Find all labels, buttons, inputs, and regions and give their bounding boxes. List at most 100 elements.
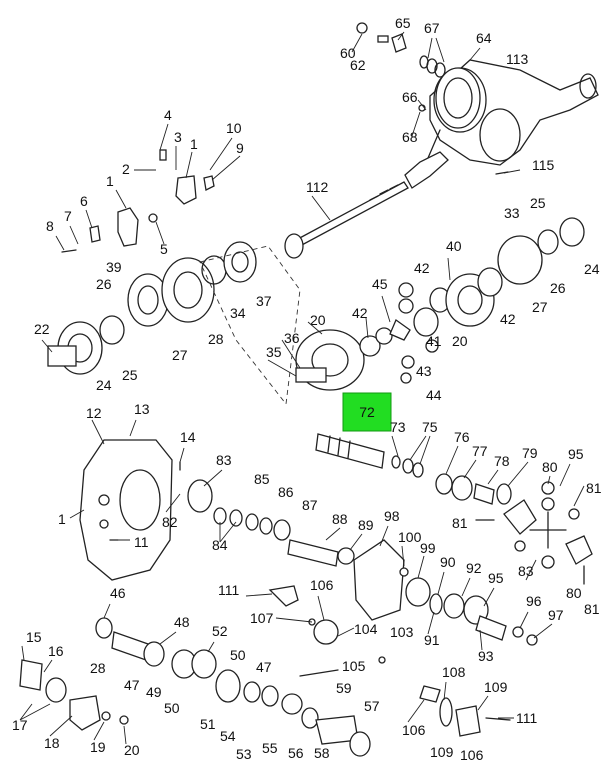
callout-86[interactable]: 87	[302, 497, 318, 513]
callout-49a[interactable]: 50	[164, 700, 180, 716]
callout-25a[interactable]: 24	[96, 377, 112, 393]
callout-4[interactable]: 4	[164, 107, 172, 123]
callout-91[interactable]: 92	[466, 560, 482, 576]
callout-68[interactable]: 73	[390, 419, 406, 435]
carrier-housing-1[interactable]	[79, 439, 173, 581]
callout-75a[interactable]: 80	[542, 459, 558, 475]
callout-78[interactable]: 81	[586, 480, 602, 496]
callout-9[interactable]: 9	[236, 140, 244, 156]
callout-42[interactable]: 43	[416, 363, 432, 379]
callout-39[interactable]: 40	[446, 238, 462, 254]
callout-69[interactable]: 75	[422, 419, 438, 435]
callout-3[interactable]: 3	[174, 129, 182, 145]
callout-44[interactable]: 45	[372, 276, 388, 292]
callout-63[interactable]: 65	[395, 15, 411, 31]
callout-2[interactable]: 2	[122, 161, 130, 177]
callout-97[interactable]: 98	[384, 508, 400, 524]
callout-115[interactable]: 115	[532, 157, 555, 173]
callout-64[interactable]: 66	[402, 89, 418, 105]
input-shaft-67[interactable]	[315, 433, 385, 469]
callout-50[interactable]: 51	[200, 716, 216, 732]
callout-72[interactable]: 78	[494, 453, 510, 469]
callout-31[interactable]: 28	[208, 331, 224, 347]
callout-108[interactable]: 111	[516, 710, 537, 726]
callout-17[interactable]: 17	[12, 717, 28, 733]
callout-14[interactable]: 14	[180, 429, 196, 445]
callout-101[interactable]: 104	[354, 621, 378, 637]
callout-41b[interactable]: 42	[414, 260, 430, 276]
callout-105[interactable]: 107	[250, 610, 274, 626]
callout-26b[interactable]: 25	[530, 195, 546, 211]
callout-22b[interactable]: 20	[452, 333, 468, 349]
callout-31b[interactable]: 28	[90, 660, 106, 676]
callout-56[interactable]: 57	[364, 698, 380, 714]
callout-85[interactable]: 86	[278, 484, 294, 500]
callout-103b[interactable]: 106	[460, 747, 484, 761]
differential-case-22[interactable]	[295, 329, 365, 391]
callout-20[interactable]: 20	[124, 742, 140, 758]
callout-67[interactable]: 72	[359, 404, 375, 420]
callout-5[interactable]: 5	[160, 241, 168, 257]
callout-12[interactable]: 12	[86, 405, 102, 421]
callout-77[interactable]: 81	[584, 601, 600, 617]
callout-109[interactable]: 109	[484, 679, 508, 695]
callout-1b[interactable]: 1	[106, 173, 114, 189]
callout-43[interactable]: 44	[426, 387, 442, 403]
callout-73[interactable]: 79	[522, 445, 538, 461]
callout-80[interactable]: 83	[518, 563, 534, 579]
callout-107[interactable]: 109	[430, 744, 454, 760]
callout-37[interactable]: 37	[256, 293, 272, 309]
callout-7[interactable]: 7	[64, 208, 72, 224]
callout-49b[interactable]: 50	[230, 647, 246, 663]
callout-1c[interactable]: 1	[58, 511, 66, 527]
callout-104[interactable]: 106	[310, 577, 334, 593]
axle-shaft-112[interactable]	[284, 181, 409, 259]
callout-16[interactable]: 16	[48, 643, 64, 659]
callout-71[interactable]: 77	[472, 443, 488, 459]
callout-62[interactable]: 64	[476, 30, 492, 46]
callout-88[interactable]: 89	[358, 517, 374, 533]
callout-113[interactable]: 113	[506, 51, 529, 67]
callout-33[interactable]: 39	[106, 259, 122, 275]
callout-98[interactable]: 99	[420, 540, 436, 556]
callout-41a[interactable]: 42	[352, 305, 368, 321]
callout-25b[interactable]: 24	[584, 261, 600, 277]
callout-19[interactable]: 19	[90, 739, 106, 755]
callout-99[interactable]: 100	[398, 529, 422, 545]
callout-11[interactable]: 11	[134, 534, 149, 550]
callout-46a[interactable]: 47	[124, 677, 140, 693]
callout-58[interactable]: 59	[336, 680, 352, 696]
callout-32[interactable]: 33	[504, 205, 520, 221]
callout-75b[interactable]: 80	[566, 585, 582, 601]
callout-66[interactable]: 68	[402, 129, 418, 145]
callout-84[interactable]: 85	[254, 471, 270, 487]
callout-15[interactable]: 15	[26, 629, 42, 645]
callout-18[interactable]: 18	[44, 735, 60, 751]
callout-82[interactable]: 83	[216, 452, 232, 468]
callout-53[interactable]: 54	[220, 728, 236, 744]
callout-27b[interactable]: 26	[550, 280, 566, 296]
highlight-box-67[interactable]	[342, 392, 392, 432]
callout-89[interactable]: 90	[440, 554, 456, 570]
callout-87[interactable]: 88	[332, 511, 348, 527]
callout-6[interactable]: 6	[80, 193, 88, 209]
callout-79[interactable]: 95	[568, 446, 584, 462]
callout-13[interactable]: 13	[134, 401, 150, 417]
callout-111[interactable]: 111	[218, 582, 239, 598]
callout-60[interactable]: 62	[350, 57, 366, 73]
callout-40[interactable]: 41	[426, 333, 442, 349]
axle-housing-cover-62[interactable]	[435, 67, 481, 129]
callout-24[interactable]: 22	[34, 321, 50, 337]
callout-57[interactable]: 58	[314, 745, 330, 761]
callout-96[interactable]: 97	[548, 607, 564, 623]
callout-46b[interactable]: 47	[256, 659, 272, 675]
callout-1a[interactable]: 1	[190, 136, 198, 152]
callout-48[interactable]: 49	[146, 684, 162, 700]
callout-36[interactable]: 36	[284, 330, 300, 346]
callout-93[interactable]: 95	[488, 570, 504, 586]
callout-35[interactable]: 35	[266, 344, 282, 360]
callout-65[interactable]: 67	[424, 20, 440, 36]
callout-90[interactable]: 91	[424, 632, 440, 648]
callout-112[interactable]: 112	[306, 179, 329, 195]
callout-55[interactable]: 56	[288, 745, 304, 761]
